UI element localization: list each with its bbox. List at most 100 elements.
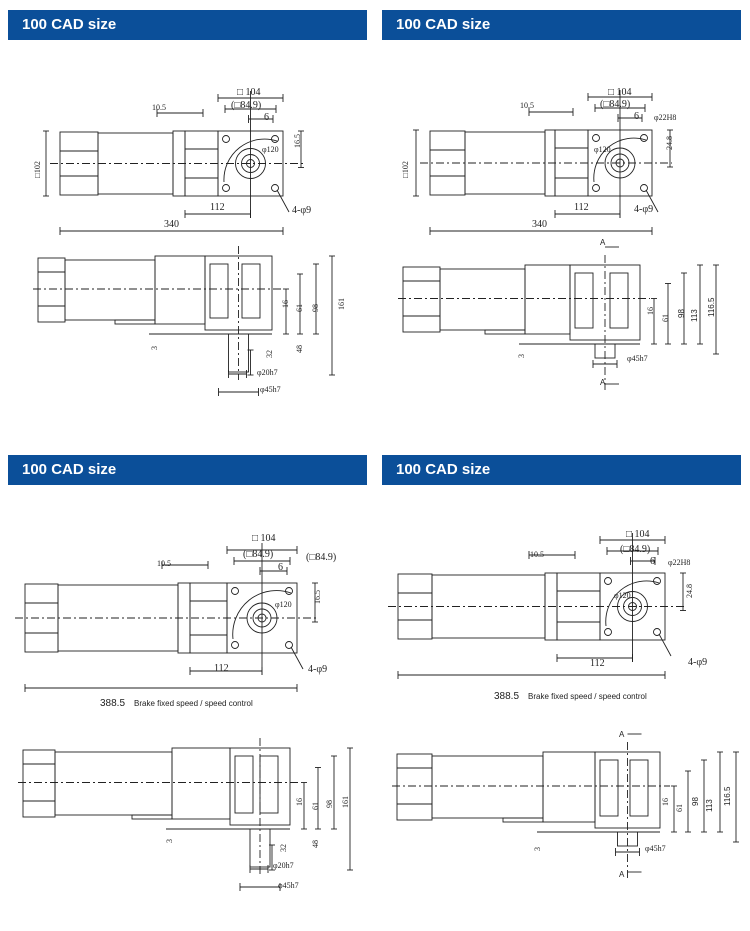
dim-16: 16: [646, 307, 655, 315]
mounting-hole: [231, 587, 239, 595]
section-mark-top: A: [600, 238, 606, 247]
dim-161: 161: [341, 796, 350, 808]
dim-61: 61: [311, 802, 320, 810]
pcd-arc: [223, 138, 278, 183]
dim-offset: 24.8: [685, 584, 694, 598]
dim-shaft-pos: 112: [214, 663, 229, 674]
motor-end-cap: [22, 749, 56, 818]
housing-slot-left: [599, 759, 619, 817]
output-boss: [617, 831, 638, 847]
motor-body: [439, 268, 526, 331]
panel-4-side-labels: A A 16 61 98 113 116.5 3 φ45h7: [533, 730, 732, 879]
dim-98: 98: [691, 797, 700, 806]
dim-61: 61: [675, 804, 684, 812]
housing-slot-left: [574, 272, 594, 329]
panel-1-top-view: [43, 91, 304, 235]
motor-end-cap: [37, 257, 66, 323]
dim-61: 61: [295, 304, 304, 312]
dim-boss: φ45h7: [627, 354, 648, 363]
dim-offset: 24.8: [665, 136, 674, 150]
panel-2-top-labels: □ 104 (□84.9) 6 φ22H8 10.5 φ120 24.8 □10…: [401, 87, 676, 230]
mounting-hole: [653, 577, 661, 585]
mounting-hole: [271, 135, 279, 143]
motor-end-cap: [396, 753, 433, 821]
dim-98: 98: [325, 800, 334, 808]
mounting-hole: [271, 184, 279, 192]
mounting-foot: [114, 319, 156, 325]
motor-end-cap: [402, 266, 441, 333]
dim-32: 32: [265, 350, 274, 358]
dim-inner-square: (□84.9): [620, 544, 650, 555]
dim-offset: 16.5: [293, 134, 302, 148]
dim-inner-square: (□84.9): [600, 99, 630, 110]
panel-3-header: 100 CAD size: [8, 455, 367, 485]
dim-113: 113: [705, 799, 714, 812]
motor-body: [54, 751, 173, 816]
dim-bore: φ22H8: [654, 113, 676, 122]
mounting-hole: [592, 134, 600, 142]
dim-body: □102: [401, 161, 410, 178]
dim-square: □ 104: [608, 87, 632, 98]
output-boss: [594, 343, 616, 359]
dim-32: 32: [279, 844, 288, 852]
panel-2-side-view: [398, 246, 719, 390]
panel-4-top-view: [388, 533, 686, 679]
output-boss: [228, 333, 249, 373]
holes-leader: [658, 633, 672, 657]
dim-holes: 4-φ9: [308, 664, 327, 675]
dim-key: 6: [264, 112, 269, 123]
dim-holes: 4-φ9: [292, 205, 311, 216]
pcd-arc: [232, 590, 292, 640]
dim-length: 340: [164, 219, 179, 230]
dim-16: 16: [661, 798, 670, 806]
dim-3: 3: [150, 346, 159, 350]
panel-1-top-labels: □ 104 (□84.9) 6 10.5 φ120 16.5 □102 112 …: [33, 87, 311, 230]
housing-slot-right: [609, 272, 629, 329]
dim-inner-square: (□84.9): [243, 549, 273, 560]
dim-98: 98: [311, 304, 320, 312]
dim-length: 340: [532, 219, 547, 230]
dim-pcd: φ120: [614, 591, 631, 600]
mounting-hole: [604, 577, 612, 585]
housing-slot-right: [241, 263, 261, 319]
motor-body: [64, 259, 156, 321]
dim-square: □ 104: [626, 529, 650, 540]
dim-flange: 10.5: [530, 550, 544, 559]
dim-3: 3: [165, 839, 174, 843]
mounting-hole: [604, 628, 612, 636]
pcd-arc: [605, 580, 660, 627]
housing-slot-left: [234, 755, 254, 814]
dim-boss: φ45h7: [260, 385, 281, 394]
holes-leader: [276, 189, 290, 213]
panel-2-header: 100 CAD size: [382, 10, 741, 40]
length-note: Brake fixed speed / speed control: [134, 699, 253, 708]
mounting-hole: [592, 184, 600, 192]
dim-square: □ 104: [237, 87, 261, 98]
gearbox-body: [171, 747, 231, 820]
dim-shaft: φ20h7: [273, 861, 294, 870]
section-mark-bottom: A: [619, 870, 625, 879]
gearbox-body: [154, 255, 206, 325]
dim-shaft-pos: 112: [574, 202, 589, 213]
gearbox-body: [524, 264, 571, 335]
length-note: Brake fixed speed / speed control: [528, 692, 647, 701]
dim-bore: φ22H8: [668, 558, 690, 567]
dim-shaft: φ20h7: [257, 368, 278, 377]
dim-16: 16: [295, 798, 304, 806]
dim-key: 6: [278, 562, 283, 573]
housing-slot-right: [629, 759, 649, 817]
dim-side-note: (□84.9): [306, 552, 336, 563]
dim-shaft-pos: 112: [210, 202, 225, 213]
mounting-hole: [653, 628, 661, 636]
mounting-foot: [131, 814, 173, 820]
panel-1-side-labels: 16 61 98 161 3 32 48 φ20h7 φ45h7: [150, 298, 346, 394]
motor-body: [431, 755, 544, 819]
dim-161: 161: [337, 298, 346, 310]
dim-offset: 16.5: [313, 590, 322, 604]
dim-length: 388.5: [494, 691, 519, 702]
dim-length: 388.5: [100, 698, 125, 709]
section-mark-bottom: A: [600, 378, 606, 387]
dim-116-5: 116.5: [723, 786, 732, 806]
mounting-hole: [222, 184, 230, 192]
